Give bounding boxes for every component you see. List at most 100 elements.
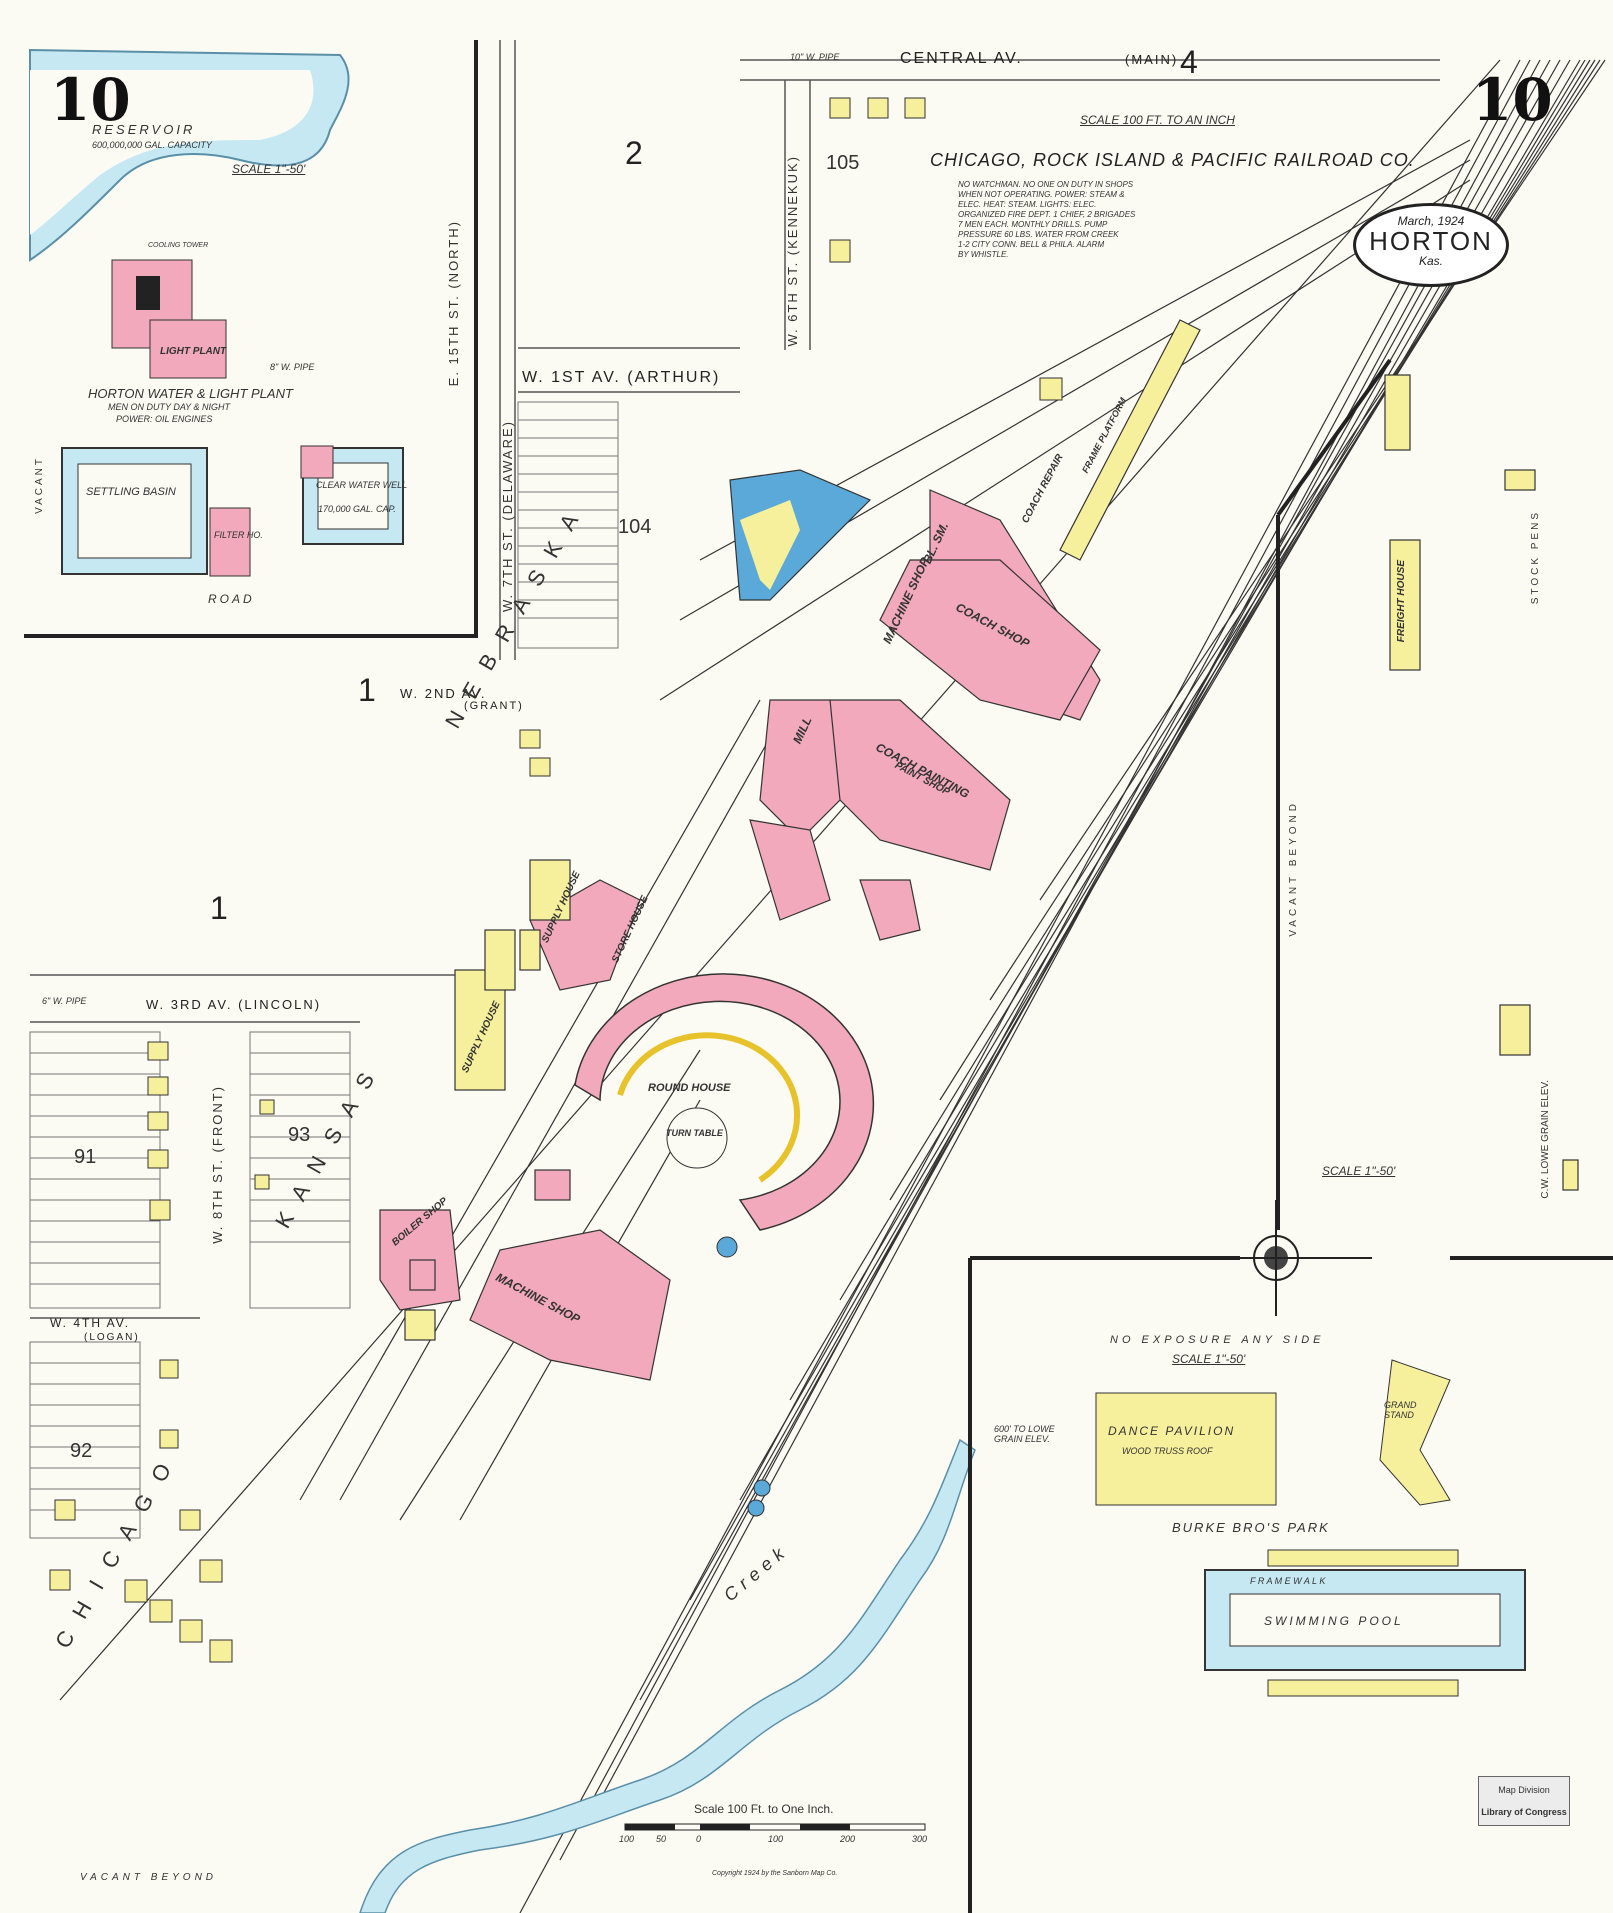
note-line: 1-2 CITY CONN. BELL & PHILA. ALARM [958, 240, 1105, 249]
note-line: WHEN NOT OPERATING. POWER: STEAM & [958, 190, 1125, 199]
railroad-scale: SCALE 100 FT. TO AN INCH [1080, 113, 1235, 127]
note-line: 7 MEN EACH. MONTHLY DRILLS. PUMP [958, 220, 1108, 229]
block-4: 4 [1180, 44, 1198, 80]
note-line: ELEC. HEAT: STEAM. LIGHTS: ELEC. [958, 200, 1097, 209]
settling-basin-label: SETTLING BASIN [86, 486, 176, 498]
street-lines [30, 40, 1440, 1319]
block-91: 91 [74, 1146, 97, 1168]
street-w1st: W. 1ST AV. (ARTHUR) [522, 369, 721, 386]
block-1b: 1 [210, 890, 228, 926]
street-w2nd: W. 2ND AV. [400, 686, 487, 701]
frame-walk-label: F R A M E W A L K [1250, 1576, 1326, 1586]
lots-grid-b [29, 1031, 351, 1539]
reservoir-capacity: 600,000,000 GAL. CAPACITY [92, 140, 212, 150]
note-line: ORGANIZED FIRE DEPT. 1 CHIEF, 2 BRIGADES [958, 210, 1136, 219]
lowe-note: 600' TO LOWE GRAIN ELEV. [994, 1424, 1055, 1444]
tick-5: 300 [912, 1834, 928, 1844]
scale-right: SCALE 1"-50' [1322, 1164, 1396, 1178]
pipe-6in: 6" W. PIPE [42, 996, 87, 1006]
library-stamp: Map Division Library of Congress [1478, 1776, 1570, 1826]
street-w3rd: W. 3RD AV. (LINCOLN) [146, 997, 322, 1012]
town-name: HORTON [1369, 226, 1493, 256]
plant-name: HORTON WATER & LIGHT PLANT [88, 386, 293, 401]
block-92: 92 [70, 1440, 93, 1462]
plant-note-2: POWER: OIL ENGINES [116, 414, 213, 424]
street-central-av: CENTRAL AV. [900, 50, 1023, 67]
street-w8th: W. 8TH ST. (FRONT) [210, 1085, 225, 1244]
block-93: 93 [288, 1124, 311, 1146]
tick-3: 100 [768, 1834, 784, 1844]
tick-2: 0 [696, 1834, 702, 1844]
map-date: March, 1924 [1397, 214, 1465, 228]
water-plant-inset [24, 40, 478, 638]
pavilion-label: DANCE PAVILION [1108, 1424, 1236, 1438]
inset-scale: SCALE 1"-50' [232, 162, 306, 176]
dwellings [49, 97, 1063, 1663]
plant-note-1: MEN ON DUTY DAY & NIGHT [108, 402, 231, 412]
sheet-number-left: 10 [50, 66, 131, 134]
state-name: Kas. [1418, 254, 1443, 268]
sheet-number-right: 10 [1472, 66, 1553, 134]
shop-buildings [379, 319, 1579, 1381]
grandstand-label: GRAND STAND [1384, 1400, 1417, 1420]
note-line: BY WHISTLE. [958, 250, 1009, 259]
round-house [574, 973, 875, 1231]
tick-0: 100 [619, 1834, 635, 1844]
compass-rose [1180, 1200, 1372, 1316]
block-105: 105 [826, 152, 860, 174]
street-logan: (LOGAN) [84, 1332, 140, 1343]
lots-grid-a [517, 401, 619, 649]
tick-4: 200 [840, 1834, 856, 1844]
light-plant-label: LIGHT PLANT [160, 346, 227, 357]
copyright: Copyright 1924 by the Sanborn Map Co. [712, 1870, 838, 1877]
street-grant: (GRANT) [464, 700, 524, 712]
vacant-beyond-rail: VACANT BEYOND [1288, 800, 1299, 937]
note-line: PRESSURE 60 LBS. WATER FROM CREEK [958, 230, 1119, 239]
creek [359, 1438, 976, 1913]
stock-pens-label: STOCK PENS [1530, 510, 1541, 605]
block-1a: 1 [358, 672, 376, 708]
park-exposure: NO EXPOSURE ANY SIDE [1110, 1334, 1325, 1346]
turn-table-label: TURN TABLE [666, 1128, 723, 1138]
filter-house-label: FILTER HO. [214, 530, 263, 540]
water-tank [747, 1499, 765, 1517]
block-2: 2 [625, 135, 643, 171]
vacant-label: VACANT [34, 456, 45, 514]
clear-well-label: CLEAR WATER WELL [316, 480, 408, 490]
street-w7th: W. 7TH ST. (DELAWARE) [500, 420, 515, 612]
stamp-line-2: Library of Congress [1481, 1807, 1567, 1817]
scale-bar [624, 1823, 926, 1831]
water-tank [716, 1236, 738, 1258]
street-w4th: W. 4TH AV. [50, 1316, 131, 1330]
cooling-tower-label: COOLING TOWER [148, 242, 209, 249]
pavilion-roof: WOOD TRUSS ROOF [1122, 1446, 1213, 1456]
railroad-notes: NO WATCHMAN. NO ONE ON DUTY IN SHOPS WHE… [958, 180, 1135, 260]
freight-house-label: FREIGHT HOUSE [1396, 560, 1407, 643]
town-cartouche: March, 1924 HORTON Kas. [1353, 203, 1509, 287]
street-e15th: E. 15TH ST. (NORTH) [446, 220, 461, 387]
clear-well-capacity: 170,000 GAL. CAP. [318, 504, 396, 514]
pool-label: SWIMMING POOL [1264, 1614, 1404, 1628]
filter-house [209, 507, 251, 577]
tick-1: 50 [656, 1834, 667, 1844]
reservoir-label: RESERVOIR [92, 122, 196, 137]
note-line: NO WATCHMAN. NO ONE ON DUTY IN SHOPS [958, 180, 1134, 189]
round-house-label: ROUND HOUSE [648, 1082, 731, 1094]
street-main: (MAIN) [1125, 52, 1179, 67]
dance-pavilion [1095, 1392, 1277, 1506]
road-label: ROAD [208, 592, 255, 606]
park-name: BURKE BRO'S PARK [1172, 1520, 1330, 1535]
park-scale: SCALE 1"-50' [1172, 1352, 1246, 1366]
rail-tracks [59, 59, 1606, 1913]
reservoir-inner [30, 70, 314, 235]
pipe-label: 8" W. PIPE [270, 362, 315, 372]
stamp-line-1: Map Division [1498, 1785, 1550, 1795]
railroad-name: CHICAGO, ROCK ISLAND & PACIFIC RAILROAD … [930, 150, 1415, 170]
street-w6th: W. 6TH ST. (KENNEKUK) [785, 155, 800, 347]
footer-scale: Scale 100 Ft. to One Inch. [694, 1802, 834, 1816]
footer-vacant: VACANT BEYOND [80, 1872, 218, 1883]
block-104: 104 [618, 516, 652, 538]
water-tank [753, 1479, 771, 1497]
pipe-10in: 10" W. PIPE [790, 52, 840, 62]
